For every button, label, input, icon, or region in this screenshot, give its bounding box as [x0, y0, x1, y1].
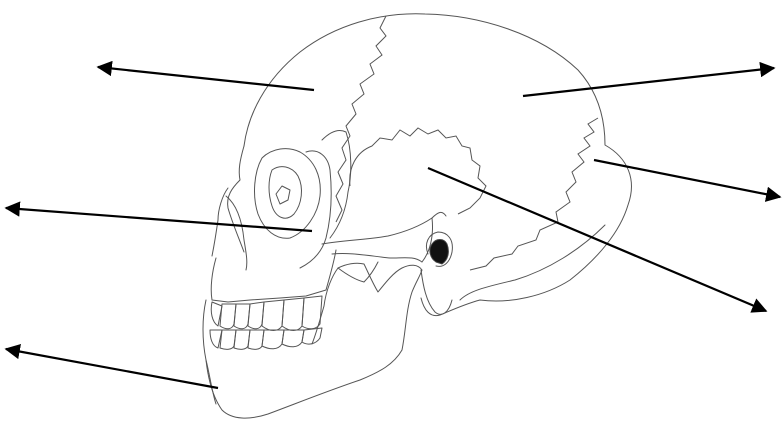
mastoid-process	[421, 270, 452, 314]
mandible	[203, 263, 422, 418]
cranium-outline	[244, 14, 631, 316]
lower-teeth	[210, 328, 322, 349]
maxilla	[211, 250, 336, 302]
lacrimal-area	[276, 186, 290, 204]
zygomatic-arch	[322, 212, 446, 244]
zygomatic-arch-lower	[332, 253, 422, 262]
orbit	[255, 149, 321, 239]
upper-teeth	[211, 296, 322, 331]
squamous-suture	[350, 128, 486, 214]
occipital-lower	[460, 225, 605, 300]
parietal-bone-arrow	[523, 68, 774, 96]
mandible-chin	[206, 360, 216, 404]
coronal-suture	[336, 16, 386, 222]
brow-ridge	[228, 146, 244, 252]
orbit-inner	[269, 167, 301, 219]
occipital-bone-arrow	[594, 160, 780, 197]
ear-canal	[430, 240, 448, 265]
mandible-arrow	[6, 349, 218, 388]
nasal-bone	[212, 188, 228, 256]
frontal-bone-arrow	[98, 67, 314, 90]
zygomatic-bone-arrow	[6, 208, 312, 231]
